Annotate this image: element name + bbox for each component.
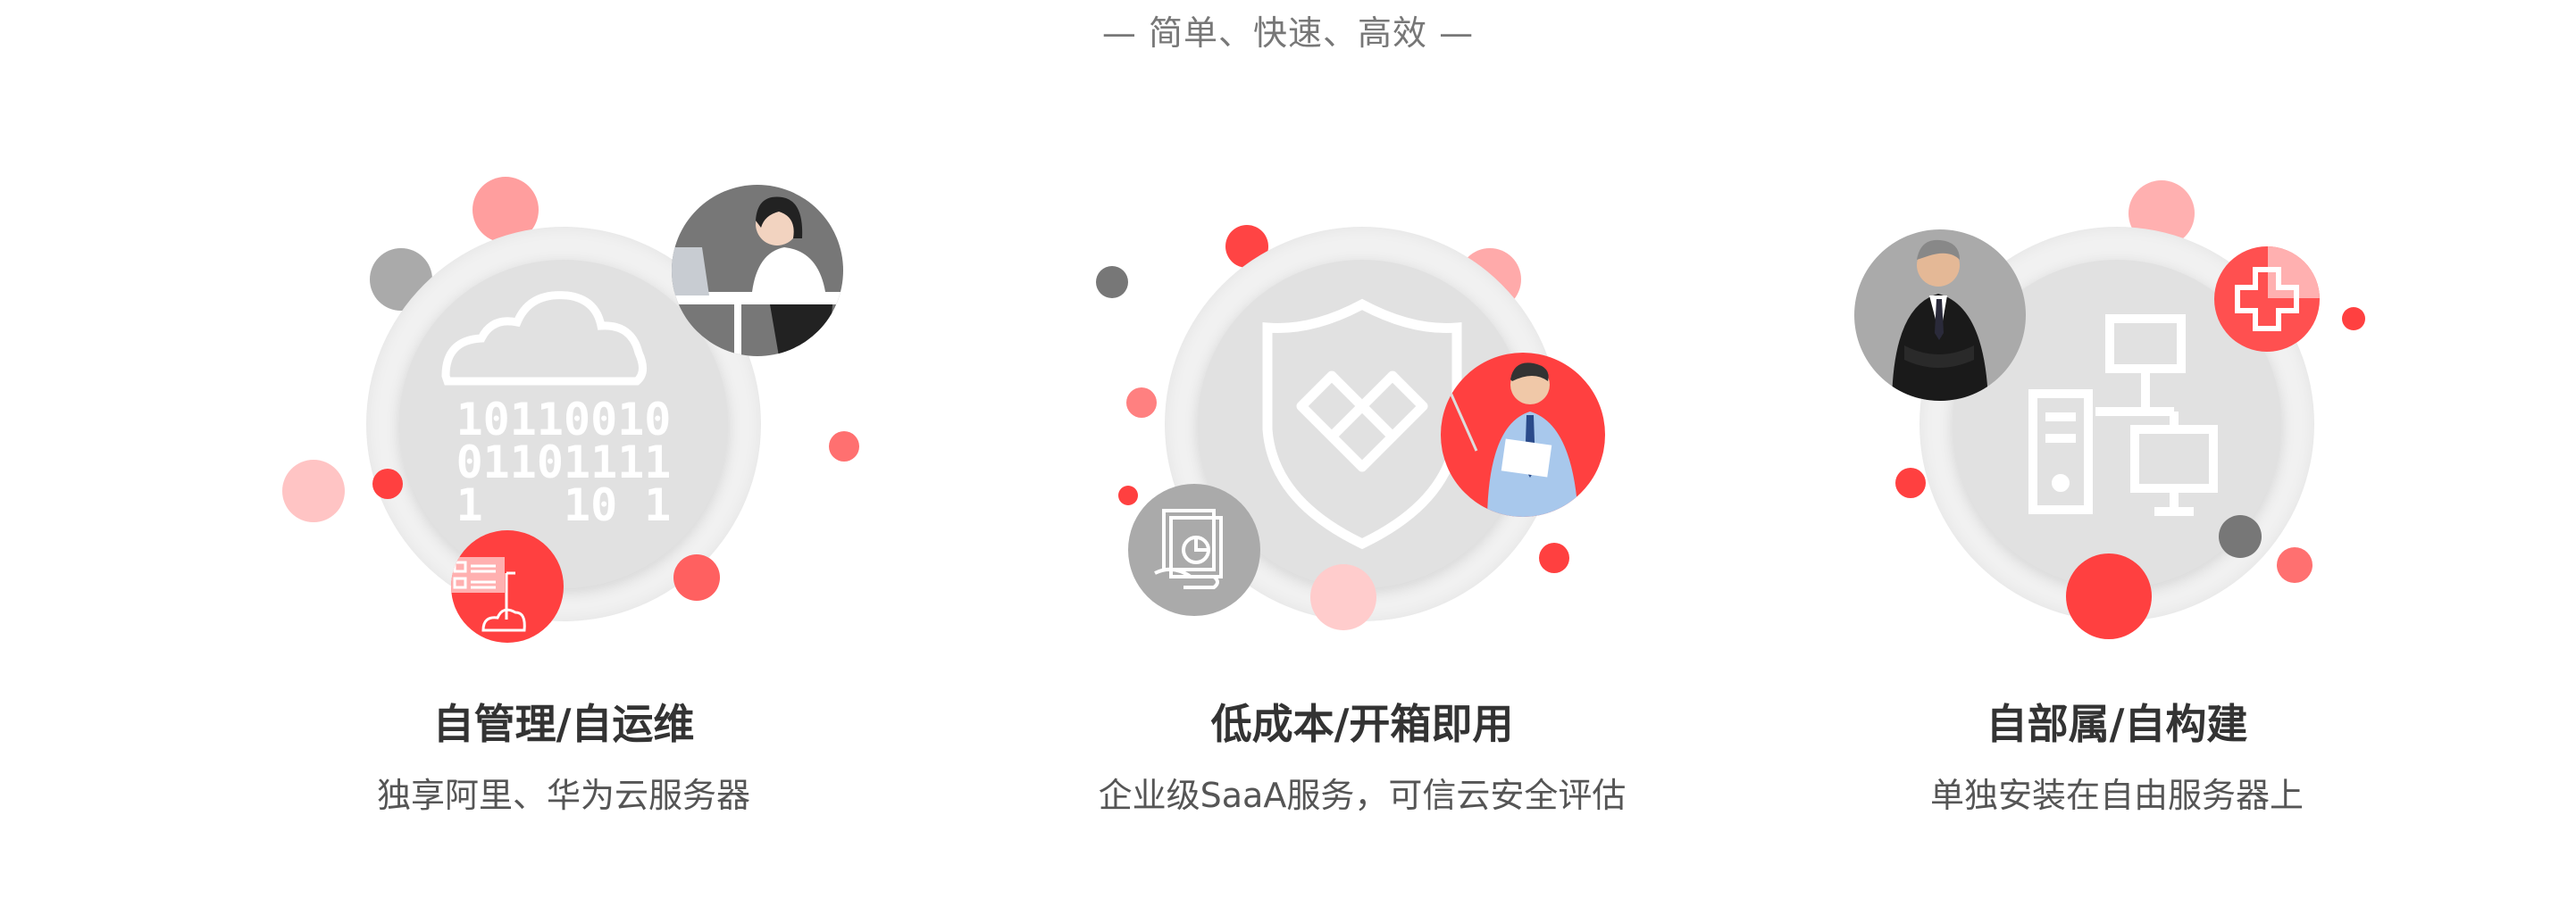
svg-text:01101111: 01101111 xyxy=(456,437,672,488)
cloud-binary-icon: 10110010 01101111 1 10 1 xyxy=(399,260,728,588)
decor-bubble xyxy=(1118,486,1138,505)
decor-bubble xyxy=(282,460,345,522)
decor-bubble xyxy=(1310,564,1376,630)
decor-bubble xyxy=(673,554,720,601)
medical-cross-icon xyxy=(2214,246,2320,352)
feature-card-low-cost: 低成本/开箱即用 企业级SaaA服务，可信云安全评估 xyxy=(960,0,1764,907)
server-cloud-icon xyxy=(451,530,564,643)
decor-bubble xyxy=(1895,468,1926,498)
feature-card-self-managed: 10110010 01101111 1 10 1 自管理/自运维 xyxy=(162,0,966,907)
feature-title: 自管理/自运维 xyxy=(432,700,695,748)
svg-text:10110010: 10110010 xyxy=(456,394,672,445)
decor-bubble xyxy=(2219,515,2262,558)
decor-bubble xyxy=(2066,553,2152,639)
feature-description: 企业级SaaA服务，可信云安全评估 xyxy=(1098,776,1627,815)
decor-bubble xyxy=(829,431,859,462)
decor-bubble xyxy=(1539,543,1569,573)
feature-description: 独享阿里、华为云服务器 xyxy=(376,776,750,815)
feature-title: 自部属/自构建 xyxy=(1986,700,2248,748)
decor-bubble xyxy=(1126,387,1157,418)
section-subtitle: — 简单、快速、高效 — xyxy=(1101,13,1475,53)
decor-bubble xyxy=(1096,266,1128,298)
feature-title: 低成本/开箱即用 xyxy=(1210,700,1514,748)
svg-text:1 10 1: 1 10 1 xyxy=(456,479,672,531)
decor-bubble xyxy=(372,469,403,499)
businessman-photo xyxy=(1854,229,2026,401)
decor-bubble xyxy=(2342,307,2365,330)
feature-description: 单独安装在自由服务器上 xyxy=(1929,776,2304,815)
man-pointer-photo xyxy=(1441,353,1605,517)
chart-report-icon xyxy=(1128,484,1260,616)
woman-laptop-photo xyxy=(672,185,843,356)
feature-card-self-deployed: 自部属/自构建 单独安装在自由服务器上 xyxy=(1715,0,2519,907)
decor-bubble xyxy=(2277,547,2313,583)
